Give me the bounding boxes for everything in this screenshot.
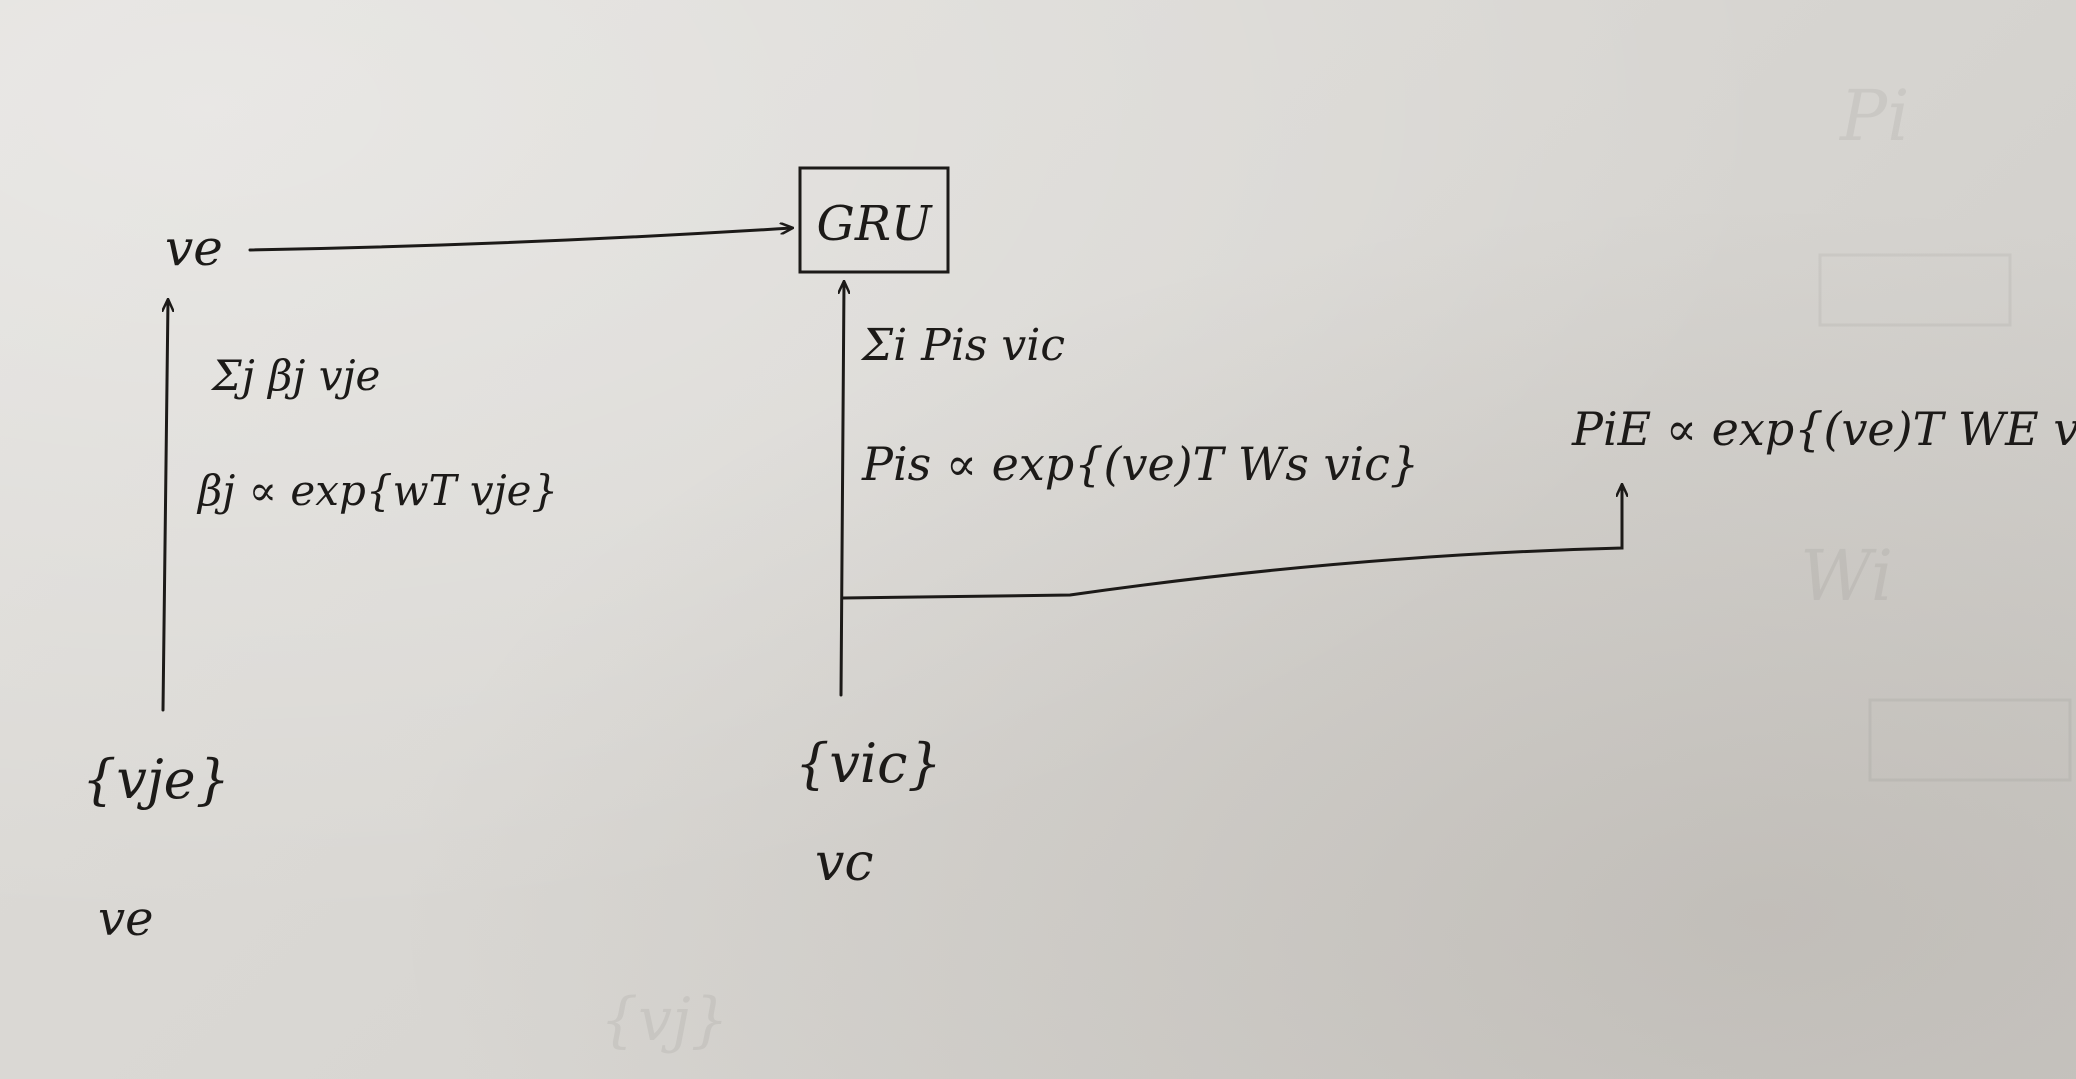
ghost-marks: Pi Wi {vj} xyxy=(600,75,2072,1055)
beta-definition-label: βj ∝ exp{wT vje} xyxy=(196,466,558,515)
ghost-mark: Wi xyxy=(1800,535,1893,617)
vje-set-label: {vje} xyxy=(82,748,230,811)
ve-to-gru-arrow xyxy=(248,228,792,252)
vic-to-pe-arrow xyxy=(841,485,1622,600)
vic-to-gru-arrow xyxy=(841,282,844,697)
ve-bottom-label: ve xyxy=(98,891,154,947)
vc-bottom-label: vc xyxy=(815,833,874,893)
sum-beta-label: Σj βj vje xyxy=(210,351,380,400)
gru-box xyxy=(798,166,950,274)
ps-definition-label: Pis ∝ exp{(ve)T Ws vic} xyxy=(861,437,1419,491)
pe-definition-label: PiE ∝ exp{(ve)T WE vic} xyxy=(1571,402,2076,456)
gru-label: GRU xyxy=(817,196,933,252)
ghost-mark: Pi xyxy=(1838,75,1910,157)
sum-p-label: Σi Pis vic xyxy=(860,320,1065,371)
ve-top-label: ve xyxy=(165,219,223,277)
ghost-mark: {vj} xyxy=(600,985,729,1055)
vje-to-ve-arrow xyxy=(161,300,168,712)
vic-set-label: {vic} xyxy=(795,732,942,795)
